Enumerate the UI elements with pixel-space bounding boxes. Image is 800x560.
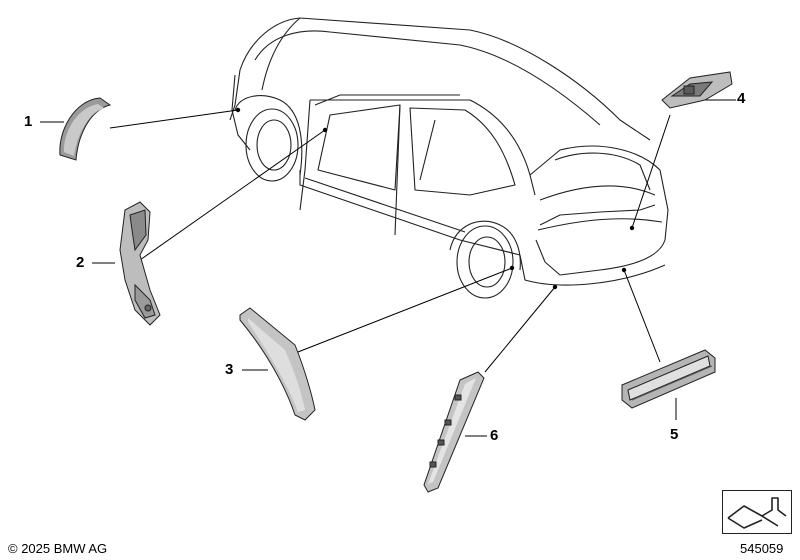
diagram-number: 545059 bbox=[740, 541, 784, 556]
part-2-bracket bbox=[119, 201, 161, 326]
callout-2[interactable]: 2 bbox=[76, 254, 85, 271]
callout-1[interactable]: 1 bbox=[24, 113, 33, 130]
part-1-reflector bbox=[59, 97, 112, 161]
part-5-lamp bbox=[621, 349, 716, 409]
anchor-dots bbox=[235, 107, 635, 290]
copyright-text: © 2025 BMW AG bbox=[8, 541, 108, 556]
callout-4[interactable]: 4 bbox=[737, 90, 746, 107]
part-3-reflector bbox=[239, 307, 316, 421]
part-6-reflector bbox=[423, 371, 485, 493]
navigation-icon bbox=[722, 490, 792, 534]
callout-6[interactable]: 6 bbox=[490, 427, 499, 444]
leader-lines bbox=[40, 99, 736, 437]
part-4-plate-lamp bbox=[661, 71, 733, 109]
callout-5[interactable]: 5 bbox=[670, 426, 679, 443]
vehicle-outline bbox=[229, 17, 669, 299]
callout-3[interactable]: 3 bbox=[225, 361, 234, 378]
